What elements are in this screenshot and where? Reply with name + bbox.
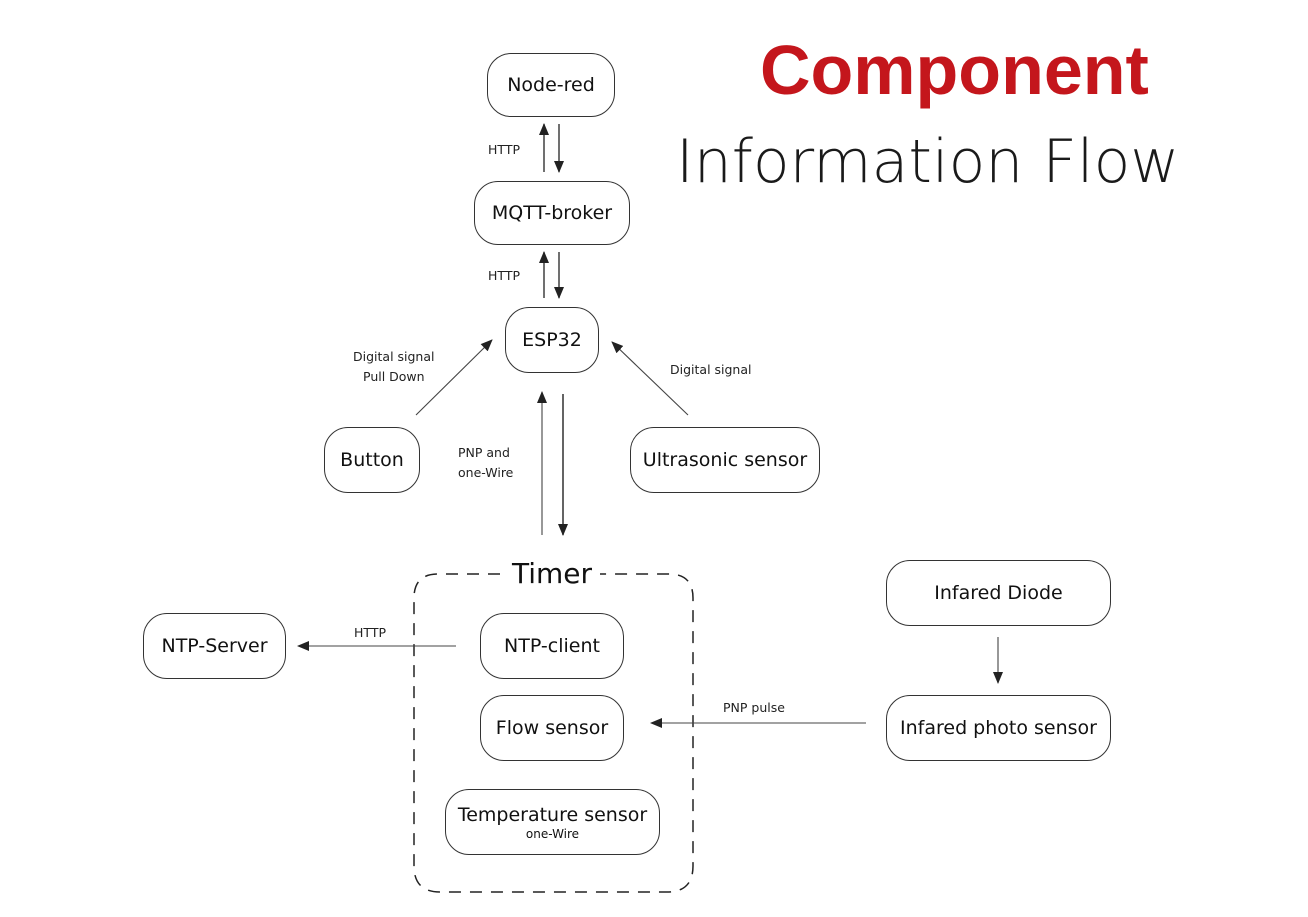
edge-label-nodered-mqtt: HTTP (488, 142, 520, 157)
node-node-red-label: Node-red (507, 74, 595, 96)
node-flow-sensor: Flow sensor (480, 695, 624, 761)
edge-label-button-esp32-line1: Digital signal (353, 349, 435, 364)
node-button-label: Button (340, 449, 404, 471)
node-infrared-photo-sensor-label: Infared photo sensor (900, 717, 1097, 739)
edge-label-esp32-timer-line2: one-Wire (458, 465, 514, 480)
title-sub: Information Flow (676, 127, 1180, 197)
edge-label-pnp-pulse: PNP pulse (723, 700, 785, 715)
node-ntp-server: NTP-Server (143, 613, 286, 679)
node-temperature-sensor: Temperature sensor one-Wire (445, 789, 660, 855)
node-ntp-client: NTP-client (480, 613, 624, 679)
edge-label-button-esp32-line2: Pull Down (363, 369, 425, 384)
node-ultrasonic-sensor-label: Ultrasonic sensor (642, 449, 808, 471)
node-mqtt-broker: MQTT-broker (474, 181, 630, 245)
node-ntp-server-label: NTP-Server (161, 635, 268, 657)
node-button: Button (324, 427, 420, 493)
node-flow-sensor-label: Flow sensor (495, 717, 609, 739)
node-infrared-photo-sensor: Infared photo sensor (886, 695, 1111, 761)
edge-label-esp32-timer-line1: PNP and (458, 445, 510, 460)
node-infrared-diode: Infared Diode (886, 560, 1111, 626)
node-esp32-label: ESP32 (522, 329, 582, 351)
node-infrared-diode-label: Infared Diode (934, 582, 1063, 604)
timer-group-border (413, 573, 694, 893)
edge-label-ntp-http: HTTP (354, 625, 386, 640)
node-ultrasonic-sensor: Ultrasonic sensor (630, 427, 820, 493)
node-temperature-sensor-sublabel: one-Wire (525, 826, 580, 841)
group-timer-label: Timer (504, 558, 601, 590)
arrow-ultrasonic-to-esp32 (611, 341, 689, 416)
edge-label-ultrasonic-esp32: Digital signal (670, 362, 752, 377)
node-mqtt-broker-label: MQTT-broker (491, 202, 613, 224)
node-node-red: Node-red (487, 53, 615, 117)
arrow-button-to-esp32 (415, 339, 493, 416)
edge-label-mqtt-esp32: HTTP (488, 268, 520, 283)
node-ntp-client-label: NTP-client (504, 635, 600, 657)
node-esp32: ESP32 (505, 307, 599, 373)
node-temperature-sensor-label: Temperature sensor (457, 803, 648, 826)
title-main: Component (760, 31, 1149, 109)
